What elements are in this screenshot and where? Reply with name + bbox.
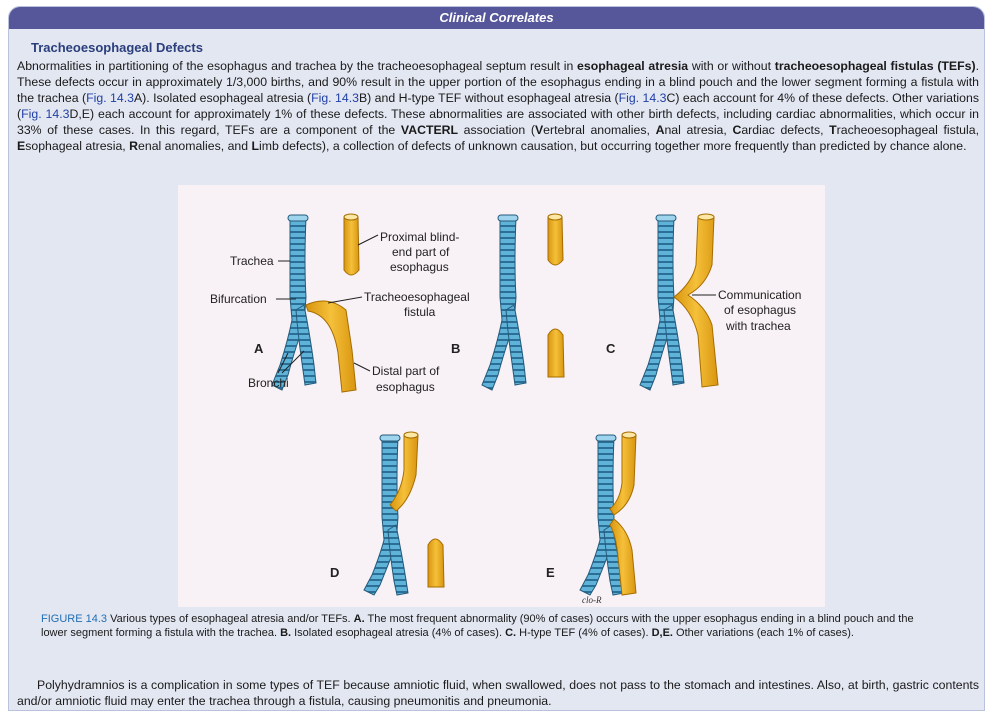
letter-c: C — [606, 341, 616, 356]
label-proximal-3: esophagus — [390, 260, 449, 274]
letter-e: E — [546, 565, 555, 580]
label-group-a: Trachea Bifurcation Proximal blind- end … — [210, 230, 470, 394]
letter-d: D — [330, 565, 339, 580]
section-title: Tracheoesophageal Defects — [31, 40, 203, 55]
figure-caption: FIGURE 14.3 Various types of esophageal … — [41, 613, 914, 639]
artist-signature: clo-R — [582, 595, 602, 605]
label-proximal-1: Proximal blind- — [380, 230, 459, 244]
diagram-a — [271, 213, 360, 393]
letter-b: B — [451, 341, 460, 356]
letter-a: A — [254, 341, 264, 356]
label-comm-3: with trachea — [725, 319, 791, 333]
box-header: Clinical Correlates — [9, 7, 984, 29]
diagram-e: E clo-R — [546, 431, 637, 605]
pointer-line — [327, 296, 363, 304]
clinical-correlates-box: Clinical Correlates Tracheoesophageal De… — [8, 6, 985, 711]
label-distal-1: Distal part of — [372, 364, 440, 378]
pointer-line — [281, 350, 305, 374]
diagram-c: C Communication of esophagus with trache… — [606, 213, 801, 391]
label-tef-2: fistula — [404, 305, 436, 319]
label-proximal-2: end part of — [392, 245, 450, 259]
label-distal-2: esophagus — [376, 380, 435, 394]
pointer-line — [353, 362, 371, 372]
diagram-d: D — [330, 431, 445, 596]
figure-esophageal-atresia: Trachea Bifurcation Proximal blind- end … — [178, 185, 825, 607]
diagram-b: B — [451, 213, 565, 391]
figure-link[interactable]: Fig. 14.3 — [86, 91, 134, 105]
label-trachea: Trachea — [230, 254, 274, 268]
pointer-line — [357, 234, 379, 246]
label-comm-1: Communication — [718, 288, 801, 302]
label-comm-2: of esophagus — [724, 303, 796, 317]
paragraph-main: Abnormalities in partitioning of the eso… — [17, 59, 980, 153]
paragraph-polyhydramnios: Polyhydramnios is a complication in some… — [17, 678, 979, 708]
label-bifurcation: Bifurcation — [210, 292, 267, 306]
figure-link[interactable]: Fig. 14.3 — [21, 107, 70, 121]
label-tef-1: Tracheoesophageal — [364, 290, 470, 304]
figure-label: FIGURE 14.3 — [41, 613, 108, 625]
label-bronchi: Bronchi — [248, 376, 289, 390]
figure-link[interactable]: Fig. 14.3 — [618, 91, 667, 105]
pointer-line — [277, 352, 289, 374]
figure-link[interactable]: Fig. 14.3 — [311, 91, 359, 105]
